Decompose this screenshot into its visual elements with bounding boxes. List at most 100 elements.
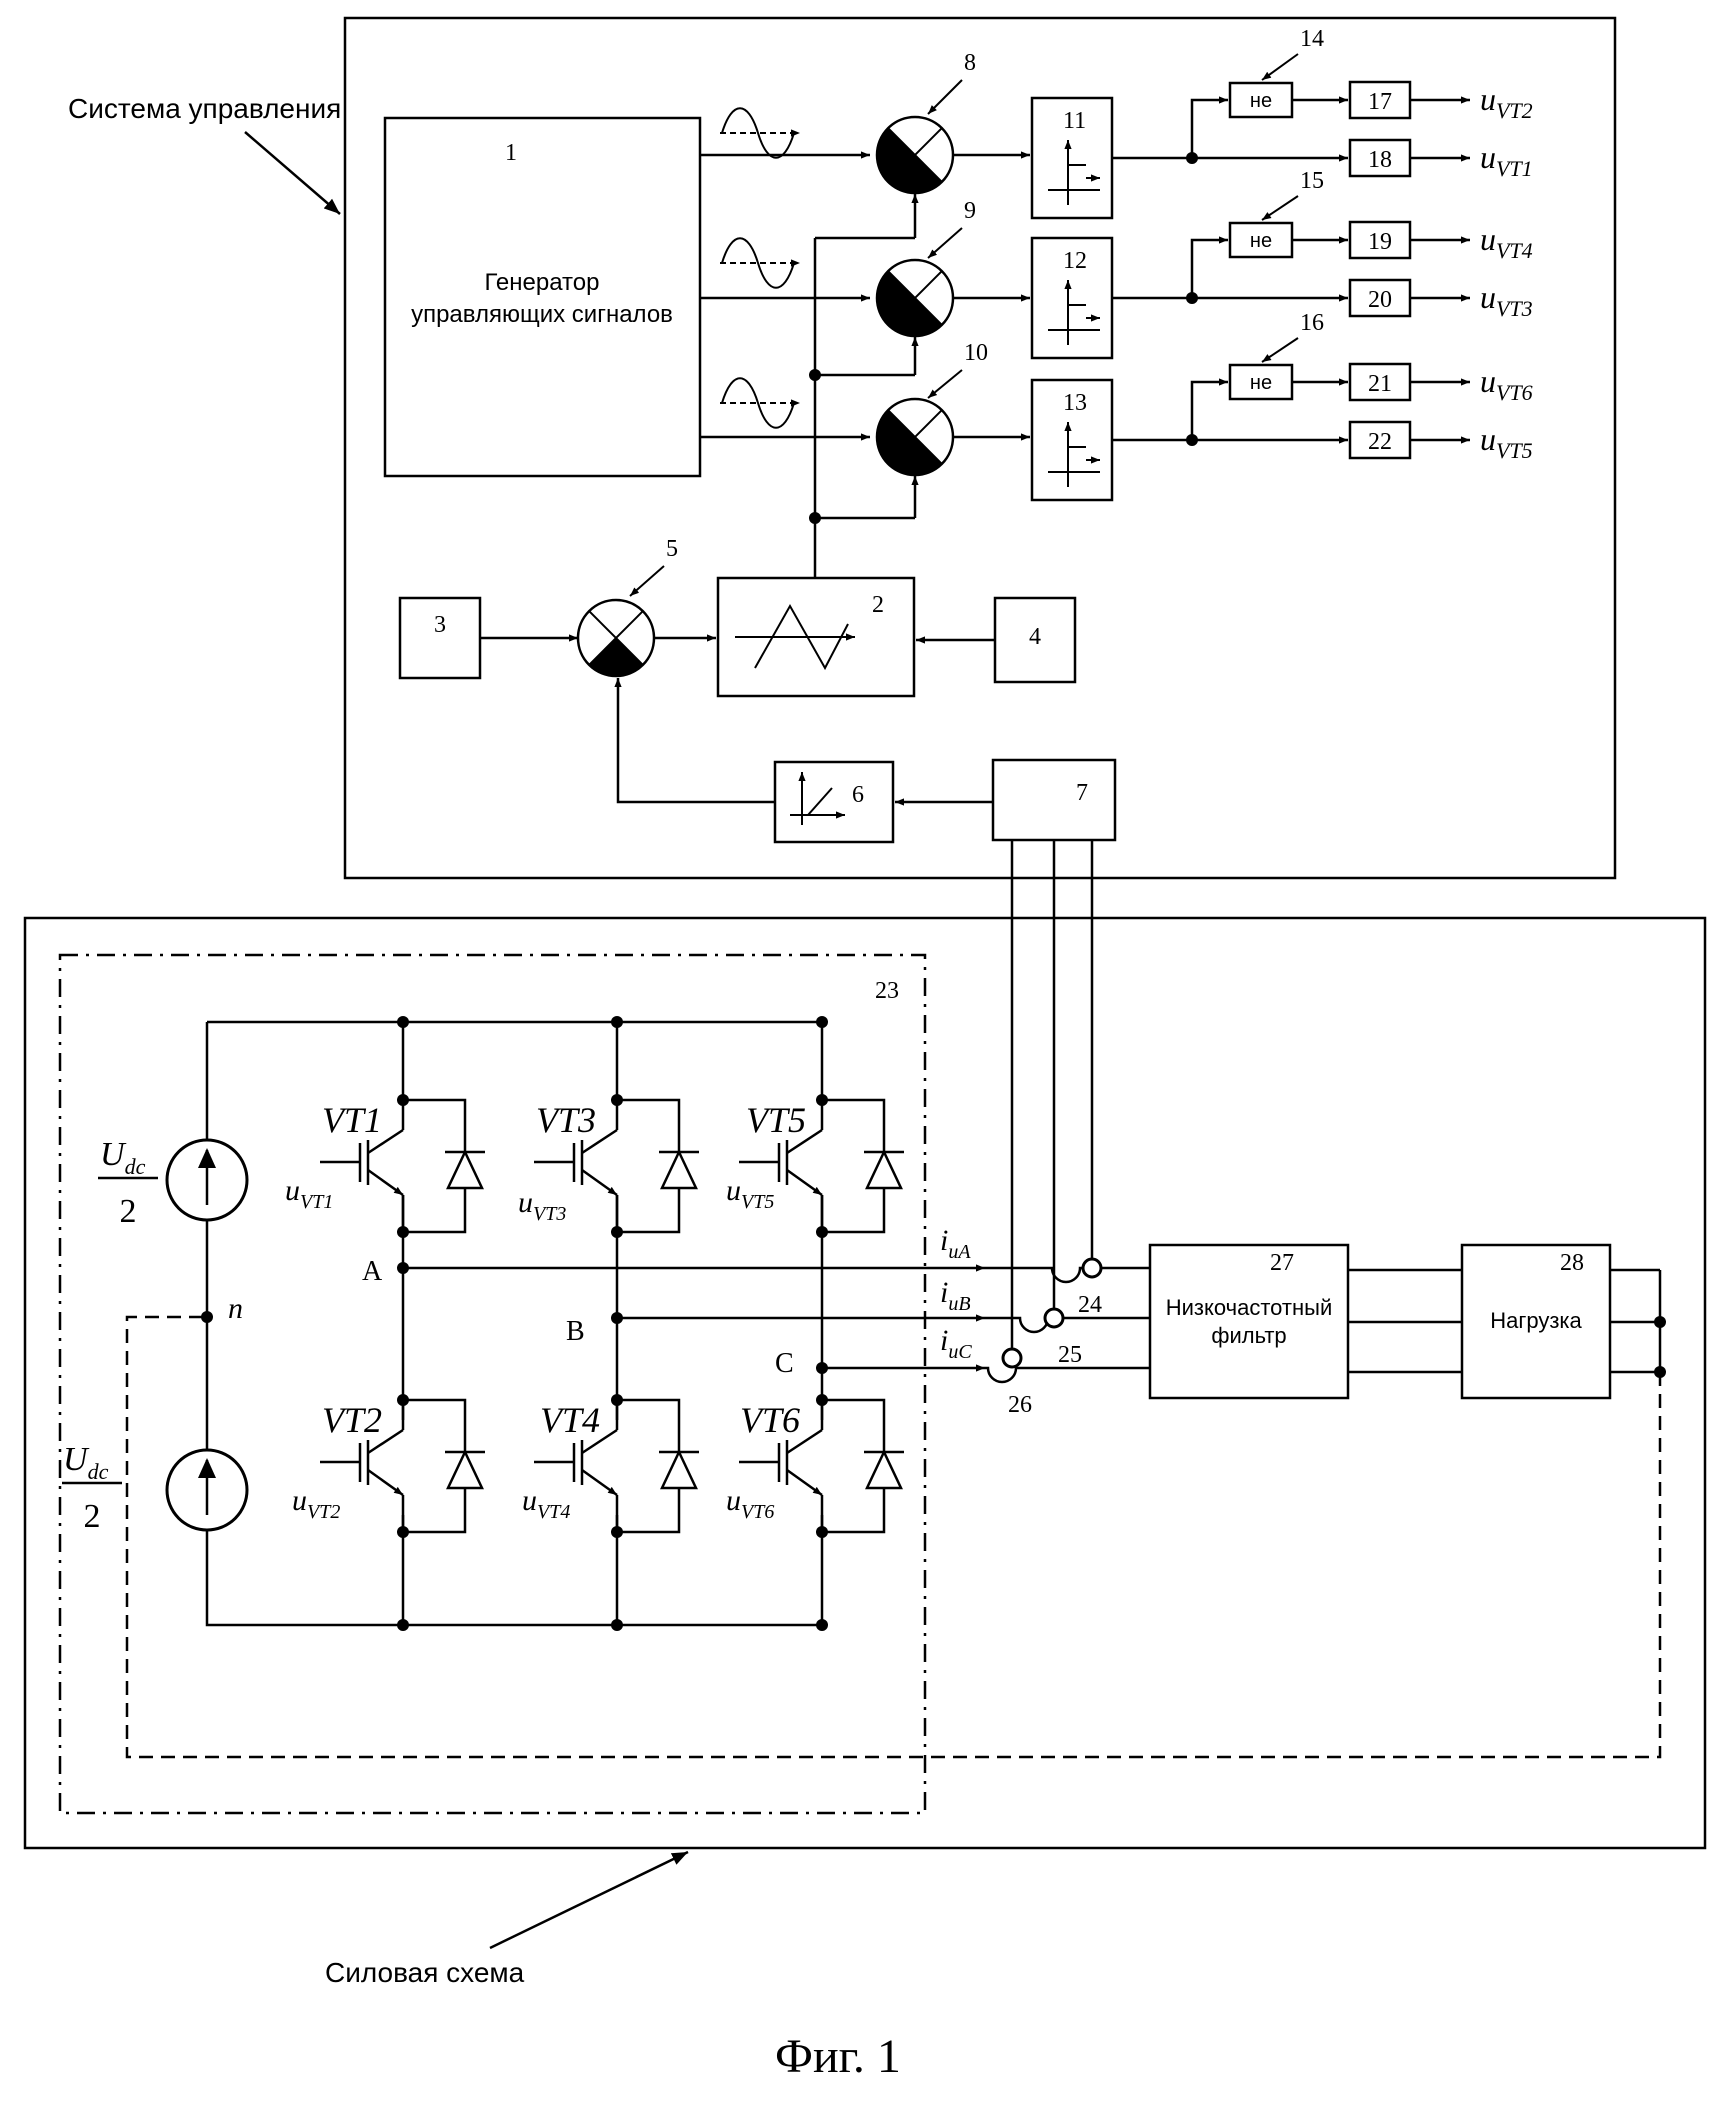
transistor-vt5 [739, 1094, 904, 1238]
svg-text:13: 13 [1063, 390, 1087, 416]
svg-text:2: 2 [120, 1193, 137, 1230]
block-number-9: 9 [964, 198, 976, 224]
svg-text:Нагрузка: Нагрузка [1490, 1308, 1582, 1333]
inverter-boundary-23 [58, 953, 927, 1815]
reference-block-3: 3 [398, 596, 482, 680]
svg-text:12: 12 [1063, 248, 1087, 274]
vt2-gate-label: uVT2 [292, 1484, 340, 1523]
figure-caption: Фиг. 1 [775, 2030, 901, 2083]
svg-text:2: 2 [872, 592, 884, 618]
phase-b-label: B [566, 1316, 585, 1347]
svg-text:18: 18 [1368, 147, 1392, 173]
sine-signal-icon-1 [720, 107, 800, 159]
svg-text:19: 19 [1368, 229, 1392, 255]
control-system-label: Система управления [68, 93, 341, 124]
transistor-vt1 [320, 1094, 485, 1238]
power-circuit-frame [23, 916, 1707, 1850]
svg-text:11: 11 [1063, 108, 1086, 134]
svg-text:27: 27 [1270, 1250, 1294, 1276]
output-uvt6: uVT6 [1480, 363, 1533, 405]
control-system-pointer [244, 131, 341, 215]
generator-label-line2: управляющих сигналов [411, 301, 673, 328]
block-number-23: 23 [875, 978, 899, 1004]
phase-c-label: C [775, 1348, 794, 1379]
block-number-16: 16 [1300, 310, 1324, 336]
driver-18: 18 [1348, 138, 1412, 178]
output-uvt3: uVT3 [1480, 279, 1533, 321]
low-pass-filter-27: 27 Низкочастотный фильтр [1148, 1243, 1350, 1400]
block-number-14: 14 [1300, 26, 1324, 52]
block-number-25: 25 [1058, 1342, 1082, 1368]
phase-a-label: A [362, 1256, 383, 1287]
current-ic-label: iuC [940, 1324, 972, 1363]
vt5-label: VT5 [746, 1100, 806, 1140]
svg-text:22: 22 [1368, 429, 1392, 455]
block-number-15: 15 [1300, 168, 1324, 194]
comparator-12: 12 [1030, 236, 1114, 360]
block-number-10: 10 [964, 340, 988, 366]
svg-text:28: 28 [1560, 1250, 1584, 1276]
sensor-block-7: 7 [991, 758, 1117, 842]
driver-17: 17 [1348, 80, 1412, 120]
svg-text:17: 17 [1368, 89, 1392, 115]
dc-source-upper [165, 1138, 249, 1222]
sine-signal-icon-3 [720, 377, 800, 429]
driver-19: 19 [1348, 220, 1412, 260]
vt2-label: VT2 [322, 1400, 382, 1440]
current-ib-label: iuB [940, 1276, 971, 1315]
output-uvt5: uVT5 [1480, 421, 1533, 463]
output-uvt1: uVT1 [1480, 139, 1533, 181]
svg-text:Низкочастотный: Низкочастотный [1166, 1295, 1333, 1320]
svg-text:21: 21 [1368, 371, 1392, 397]
transistor-vt4 [534, 1394, 699, 1538]
current-ia-label: iuA [940, 1224, 971, 1263]
svg-text:Udc: Udc [63, 1441, 109, 1484]
load-28: 28 Нагрузка [1460, 1243, 1612, 1400]
generator-block [383, 116, 702, 478]
power-circuit-label: Силовая схема [325, 1957, 525, 1988]
vt3-gate-label: uVT3 [518, 1186, 566, 1225]
source-label-upper: Udc 2 [98, 1136, 158, 1230]
not-gate-14: не [1228, 81, 1294, 119]
block-number-24: 24 [1078, 1292, 1102, 1318]
limiter-block-6: 6 [773, 760, 895, 844]
svg-text:3: 3 [434, 612, 446, 638]
control-system-frame [343, 16, 1617, 880]
vt5-gate-label: uVT5 [726, 1174, 774, 1213]
carrier-generator-2: 2 [716, 576, 916, 698]
block-number-8: 8 [964, 50, 976, 76]
svg-text:не: не [1250, 230, 1272, 252]
svg-text:Udc: Udc [100, 1136, 146, 1179]
dc-source-lower [165, 1448, 249, 1532]
block-number-5: 5 [666, 536, 678, 562]
neutral-return [125, 1315, 1662, 1759]
transistor-vt3 [534, 1094, 699, 1238]
vt1-label: VT1 [322, 1100, 382, 1140]
block-number-26: 26 [1008, 1392, 1032, 1418]
svg-text:7: 7 [1076, 780, 1088, 806]
multiplier-10 [875, 397, 955, 477]
driver-20: 20 [1348, 278, 1412, 318]
not-gate-16: не [1228, 363, 1294, 401]
multiplier-8 [875, 115, 955, 195]
driver-21: 21 [1348, 362, 1412, 402]
transistor-vt6 [739, 1394, 904, 1538]
vt6-label: VT6 [740, 1400, 800, 1440]
multiplier-9 [875, 258, 955, 338]
svg-text:не: не [1250, 90, 1272, 112]
power-circuit-pointer [489, 1850, 689, 1950]
vt1-gate-label: uVT1 [285, 1174, 333, 1213]
output-uvt2: uVT2 [1480, 81, 1533, 123]
comparator-13: 13 [1030, 378, 1114, 502]
vt3-label: VT3 [536, 1100, 596, 1140]
vt4-label: VT4 [540, 1400, 600, 1440]
neutral-node-label: n [228, 1292, 243, 1325]
vt6-gate-label: uVT6 [726, 1484, 774, 1523]
svg-text:4: 4 [1029, 624, 1041, 650]
svg-text:20: 20 [1368, 287, 1392, 313]
sine-signal-icon-2 [720, 237, 800, 289]
output-uvt4: uVT4 [1480, 221, 1533, 263]
driver-22: 22 [1348, 420, 1412, 460]
frequency-block-4: 4 [993, 596, 1077, 684]
generator-label-line1: Генератор [485, 269, 600, 296]
